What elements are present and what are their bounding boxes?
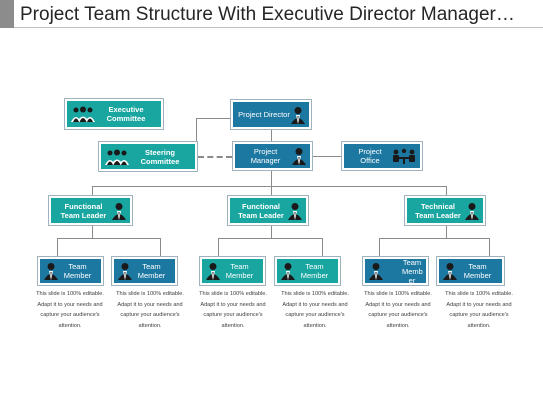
description-5: This slide is 100% editable. Adapt it to… xyxy=(364,291,432,329)
team-member-1-label: Team Member xyxy=(63,262,92,280)
connector-leaders-bar xyxy=(92,186,446,187)
person-icon xyxy=(369,263,383,280)
functional-team-leader-2-label: Functional Team Leader xyxy=(238,201,284,220)
description-6: This slide is 100% editable. Adapt it to… xyxy=(445,291,513,329)
team-member-5-box: Team Memb er xyxy=(362,256,429,286)
connector-leader-3 xyxy=(446,186,447,196)
person-icon xyxy=(465,202,479,220)
project-manager-label: Project Manager xyxy=(250,147,281,165)
executive-committee-label: Executive Committee xyxy=(106,105,146,123)
description-1: This slide is 100% editable. Adapt it to… xyxy=(36,291,104,329)
title-bar: Project Team Structure With Executive Di… xyxy=(0,0,543,28)
team-member-4-box: Team Member xyxy=(274,256,341,286)
team-member-1-box: Team Member xyxy=(37,256,104,286)
project-manager-box: Project Manager xyxy=(232,141,313,171)
description-3: This slide is 100% editable. Adapt it to… xyxy=(199,291,267,329)
person-icon xyxy=(443,263,457,280)
person-icon xyxy=(281,263,295,280)
title-accent xyxy=(0,0,14,28)
connector-m3 xyxy=(218,238,219,256)
connector-leader-1 xyxy=(92,186,93,196)
functional-team-leader-1-label: Functional Team Leader xyxy=(60,201,107,220)
technical-team-leader-label: Technical Team Leader xyxy=(415,201,461,220)
team-member-2-label: Team Member xyxy=(137,262,166,280)
connector-l1-down xyxy=(92,225,93,238)
person-icon xyxy=(206,263,220,280)
connector-director-manager xyxy=(271,130,272,142)
team-member-3-label: Team Member xyxy=(225,262,254,280)
connector-m4 xyxy=(322,238,323,256)
person-icon xyxy=(292,148,306,165)
description-2: This slide is 100% editable. Adapt it to… xyxy=(116,291,184,329)
person-icon xyxy=(112,202,126,220)
team-member-2-box: Team Member xyxy=(111,256,178,286)
executive-committee-box: Executive Committee xyxy=(64,98,164,130)
project-office-label: Project Office xyxy=(358,147,382,165)
connector-l3-down xyxy=(446,225,447,238)
project-office-box: Project Office xyxy=(341,141,423,171)
connector-steering-manager xyxy=(198,156,232,158)
connector-l2-bar xyxy=(218,238,322,239)
functional-team-leader-1-box: Functional Team Leader xyxy=(48,195,133,226)
team-member-3-box: Team Member xyxy=(199,256,266,286)
team-member-5-label: Team Memb er xyxy=(402,257,423,285)
team-member-6-label: Team Member xyxy=(463,262,492,280)
person-icon xyxy=(288,202,302,220)
meeting-icon xyxy=(393,148,415,164)
group-icon xyxy=(71,106,95,122)
steering-committee-label: Steering Committee xyxy=(140,147,180,166)
description-4: This slide is 100% editable. Adapt it to… xyxy=(281,291,349,329)
connector-l3-bar xyxy=(379,238,489,239)
project-director-label: Project Director xyxy=(238,110,290,119)
project-director-box: Project Director xyxy=(230,99,312,130)
connector-l2-down xyxy=(271,225,272,238)
connector-manager-down xyxy=(271,170,272,186)
connector-leader-2 xyxy=(271,186,272,196)
person-icon xyxy=(118,263,132,280)
group-icon xyxy=(105,149,129,165)
connector-director-stem xyxy=(196,118,197,142)
steering-committee-box: Steering Committee xyxy=(98,141,198,172)
connector-manager-office xyxy=(313,156,341,157)
connector-l1-bar xyxy=(57,238,160,239)
connector-m1 xyxy=(57,238,58,256)
connector-m5 xyxy=(379,238,380,256)
person-icon xyxy=(44,263,58,280)
functional-team-leader-2-box: Functional Team Leader xyxy=(227,195,309,226)
page-title: Project Team Structure With Executive Di… xyxy=(20,4,515,25)
team-member-6-box: Team Member xyxy=(436,256,505,286)
team-member-4-label: Team Member xyxy=(300,262,329,280)
person-icon xyxy=(291,106,305,124)
connector-director-left xyxy=(196,118,230,119)
connector-m6 xyxy=(489,238,490,256)
technical-team-leader-box: Technical Team Leader xyxy=(404,195,486,226)
connector-m2 xyxy=(160,238,161,256)
title-underline xyxy=(14,27,543,28)
